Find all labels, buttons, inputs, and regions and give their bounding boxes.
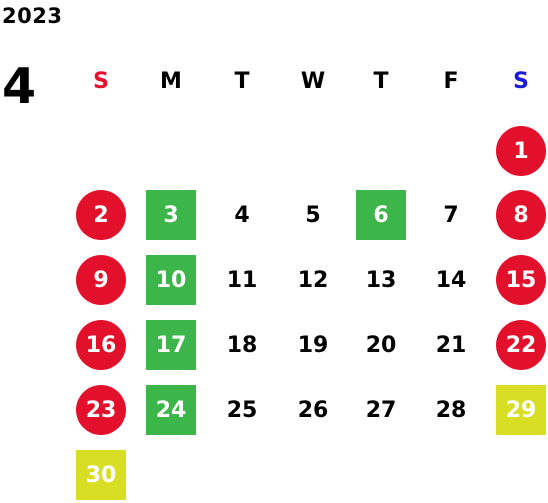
day-cell: 3 <box>146 190 196 240</box>
day-cell: 20 <box>365 332 397 358</box>
day-cell: 1 <box>496 126 546 176</box>
weekday-label: S <box>93 68 109 94</box>
day-cell: 18 <box>226 332 258 358</box>
day-cell: 10 <box>146 255 196 305</box>
day-cell: 11 <box>226 267 258 293</box>
day-cell: 12 <box>297 267 329 293</box>
day-cell: 6 <box>356 190 406 240</box>
day-cell: 5 <box>305 202 321 228</box>
day-cell: 23 <box>76 385 126 435</box>
day-cell: 22 <box>496 320 546 370</box>
day-cell: 26 <box>297 397 329 423</box>
weekday-label: M <box>160 68 182 94</box>
day-cell: 14 <box>435 267 467 293</box>
day-cell: 13 <box>365 267 397 293</box>
day-cell: 15 <box>496 255 546 305</box>
day-cell: 8 <box>496 190 546 240</box>
day-cell: 29 <box>496 385 546 435</box>
day-cell: 19 <box>297 332 329 358</box>
day-cell: 21 <box>435 332 467 358</box>
day-cell: 30 <box>76 450 126 500</box>
weekday-label: T <box>373 68 389 94</box>
weekday-label: T <box>234 68 250 94</box>
day-cell: 27 <box>365 397 397 423</box>
day-cell: 17 <box>146 320 196 370</box>
year-label: 2023 <box>2 4 63 28</box>
weekday-label: S <box>513 68 529 94</box>
day-cell: 7 <box>443 202 459 228</box>
day-cell: 9 <box>76 255 126 305</box>
month-number: 4 <box>2 58 37 115</box>
weekday-label: W <box>300 68 326 94</box>
day-cell: 4 <box>234 202 250 228</box>
weekday-label: F <box>443 68 459 94</box>
day-cell: 16 <box>76 320 126 370</box>
day-cell: 28 <box>435 397 467 423</box>
day-cell: 24 <box>146 385 196 435</box>
day-cell: 25 <box>226 397 258 423</box>
day-cell: 2 <box>76 190 126 240</box>
